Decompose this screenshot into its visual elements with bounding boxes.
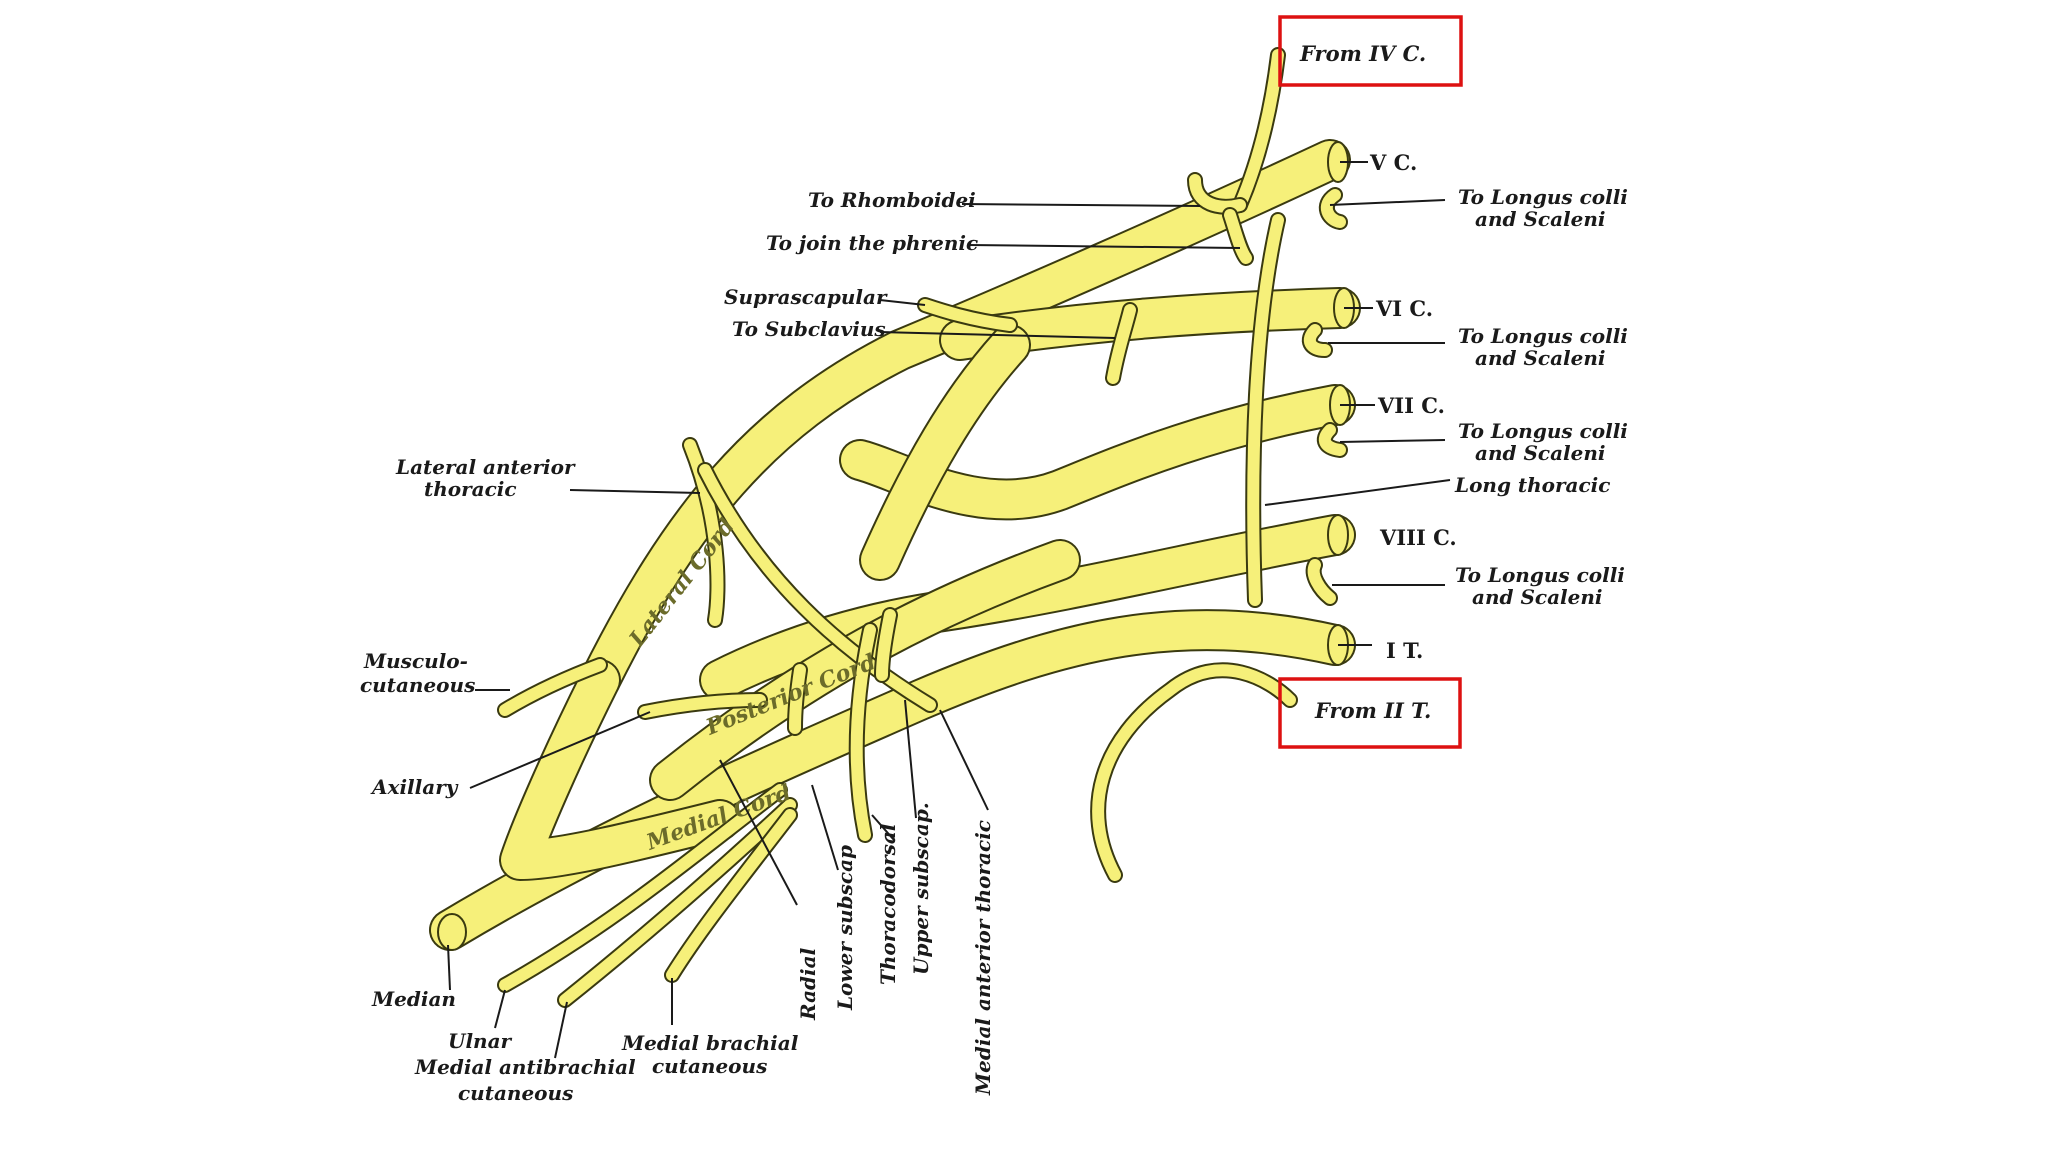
label-v-c: V C. [1369, 150, 1417, 175]
label-ulnar: Ulnar [448, 1029, 513, 1053]
label-lateral-anterior-thoracic-1: Lateral anterior [395, 455, 576, 479]
label-to-subclavius: To Subclavius [732, 317, 886, 341]
root-end-viiic [1327, 514, 1349, 556]
label-thoracodorsal: Thoracodorsal [876, 823, 900, 985]
label-axillary: Axillary [370, 775, 459, 799]
label-musculo-cutaneous-1: Musculo- [363, 649, 468, 673]
cut-end-median [437, 913, 467, 951]
label-upper-subscap: Upper subscap. [909, 802, 933, 975]
right-labels: To Longus colli and Scaleni To Longus co… [1454, 185, 1628, 609]
label-from-iv-c: From IV C. [1299, 41, 1426, 66]
label-medial-antibrachial-1: Medial antibrachial [414, 1055, 636, 1079]
label-vii-c: VII C. [1377, 393, 1445, 418]
label-median: Median [371, 987, 456, 1011]
label-vi-c: VI C. [1375, 296, 1433, 321]
label-viii-c: VIII C. [1379, 525, 1457, 550]
label-longus-colli-3a: To Longus colli [1458, 419, 1628, 443]
leader-lines [447, 161, 1451, 1059]
label-medial-anterior-thoracic: Medial anterior thoracic [971, 820, 995, 1096]
label-musculo-cutaneous-2: cutaneous [360, 673, 475, 697]
nerve-trunks [429, 47, 1361, 1008]
label-suprascapular: Suprascapular [724, 285, 888, 309]
label-medial-antibrachial-2: cutaneous [458, 1081, 573, 1105]
label-to-rhomboidei: To Rhomboidei [808, 188, 976, 212]
label-longus-colli-1b: and Scaleni [1475, 207, 1606, 231]
label-medial-brachial-2: cutaneous [652, 1054, 767, 1078]
label-long-thoracic: Long thoracic [1454, 473, 1610, 497]
label-medial-brachial-1: Medial brachial [621, 1031, 799, 1055]
label-from-ii-t: From II T. [1314, 698, 1431, 723]
label-i-t: I T. [1386, 638, 1423, 663]
vertical-labels: Radial Lower subscap Thoracodorsal Upper… [796, 802, 995, 1096]
label-lateral-anterior-thoracic-2: thoracic [424, 477, 517, 501]
highlight-box-from-iv-c [1278, 15, 1463, 87]
label-to-join-phrenic: To join the phrenic [766, 231, 978, 255]
label-longus-colli-1a: To Longus colli [1458, 185, 1628, 209]
left-labels: To Rhomboidei To join the phrenic Supras… [360, 188, 978, 1105]
nerve-from-ii-t [1090, 662, 1298, 883]
label-radial: Radial [796, 947, 820, 1021]
root-labels: V C. VI C. VII C. VIII C. I T. [1369, 150, 1457, 663]
label-longus-colli-2a: To Longus colli [1458, 324, 1628, 348]
label-longus-colli-2b: and Scaleni [1475, 346, 1606, 370]
label-lower-subscap: Lower subscap [833, 845, 857, 1011]
highlighted-labels: From IV C. From II T. [1278, 15, 1463, 749]
highlight-box-from-ii-t [1278, 677, 1462, 749]
label-longus-colli-4b: and Scaleni [1472, 585, 1603, 609]
label-longus-colli-4a: To Longus colli [1455, 563, 1625, 587]
label-longus-colli-3b: and Scaleni [1475, 441, 1606, 465]
